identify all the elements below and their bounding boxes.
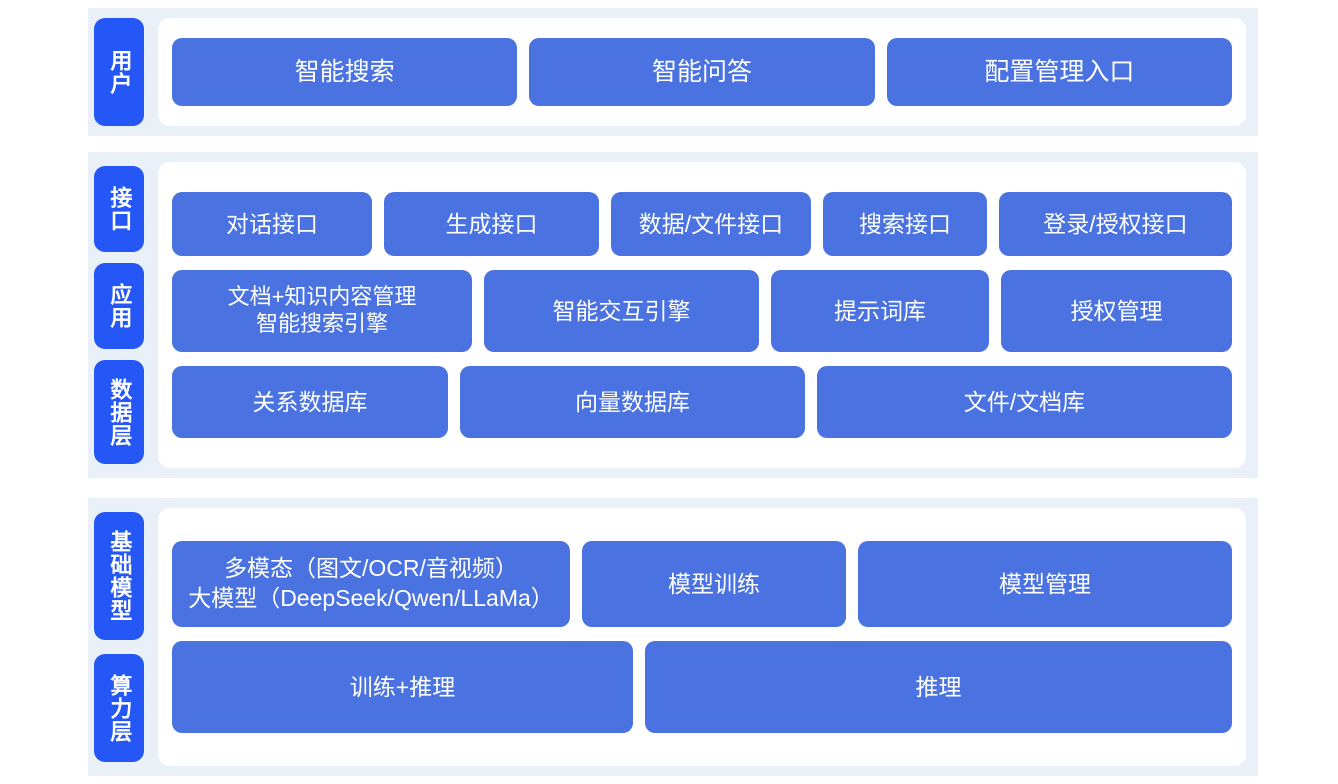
box-authorization-management[interactable]: 授权管理 bbox=[1001, 270, 1232, 352]
layer-label-base-model: 基础模型 bbox=[94, 512, 144, 640]
row-compute: 训练+推理 推理 bbox=[172, 641, 1232, 733]
box-intelligent-search[interactable]: 智能搜索 bbox=[172, 38, 518, 106]
section-interface-application-data: 接口 应用 数据层 对话接口 生成接口 数据/文件接口 搜索接口 登录/授权接 bbox=[88, 152, 1258, 478]
row-user-entries: 智能搜索 智能问答 配置管理入口 bbox=[172, 38, 1232, 106]
panel-middle: 对话接口 生成接口 数据/文件接口 搜索接口 登录/授权接口 文档+知识内容管理 bbox=[158, 162, 1246, 468]
box-label: 文件/文档库 bbox=[963, 388, 1086, 415]
box-file-document-store[interactable]: 文件/文档库 bbox=[817, 366, 1232, 438]
row-data: 关系数据库 向量数据库 文件/文档库 bbox=[172, 366, 1232, 438]
layer-label-column-middle: 接口 应用 数据层 bbox=[88, 152, 150, 478]
box-label: 智能交互引擎 bbox=[552, 297, 691, 324]
layer-label-compute: 算力层 bbox=[94, 654, 144, 762]
box-label: 模型管理 bbox=[999, 570, 1091, 597]
box-label: 搜索接口 bbox=[859, 210, 951, 237]
box-label: 登录/授权接口 bbox=[1043, 210, 1188, 237]
box-generation-api[interactable]: 生成接口 bbox=[384, 192, 599, 256]
layer-label-data: 数据层 bbox=[94, 360, 144, 464]
box-label: 训练+推理 bbox=[349, 673, 456, 700]
box-data-file-api[interactable]: 数据/文件接口 bbox=[611, 192, 811, 256]
box-prompt-library[interactable]: 提示词库 bbox=[771, 270, 989, 352]
box-inference[interactable]: 推理 bbox=[645, 641, 1232, 733]
box-login-auth-api[interactable]: 登录/授权接口 bbox=[999, 192, 1232, 256]
box-label: 配置管理入口 bbox=[984, 57, 1135, 86]
box-label: 提示词库 bbox=[834, 297, 926, 324]
box-intelligent-interaction-engine[interactable]: 智能交互引擎 bbox=[484, 270, 759, 352]
panel-bottom: 多模态（图文/OCR/音视频） 大模型（DeepSeek/Qwen/LLaMa）… bbox=[158, 508, 1246, 766]
row-interface: 对话接口 生成接口 数据/文件接口 搜索接口 登录/授权接口 bbox=[172, 192, 1232, 256]
box-search-api[interactable]: 搜索接口 bbox=[823, 192, 987, 256]
box-label-line-2: 智能搜索引擎 bbox=[255, 311, 388, 336]
row-application: 文档+知识内容管理 智能搜索引擎 智能交互引擎 提示词库 授权管理 bbox=[172, 270, 1232, 352]
box-label: 智能搜索 bbox=[294, 57, 395, 86]
box-model-management[interactable]: 模型管理 bbox=[858, 541, 1232, 627]
box-label: 对话接口 bbox=[226, 210, 318, 237]
box-label: 智能问答 bbox=[651, 57, 752, 86]
layer-label-column-user: 用户 bbox=[88, 8, 150, 136]
box-label: 推理 bbox=[915, 673, 962, 700]
box-label-line-1: 文档+知识内容管理 bbox=[227, 284, 417, 310]
box-label-line-2: 大模型（DeepSeek/Qwen/LLaMa） bbox=[188, 585, 554, 611]
layer-label-application: 应用 bbox=[94, 263, 144, 349]
section-user: 用户 智能搜索 智能问答 配置管理入口 bbox=[88, 8, 1258, 136]
box-multimodal-large-model[interactable]: 多模态（图文/OCR/音视频） 大模型（DeepSeek/Qwen/LLaMa） bbox=[172, 541, 570, 627]
box-label: 生成接口 bbox=[445, 210, 538, 237]
section-model-compute: 基础模型 算力层 多模态（图文/OCR/音视频） 大模型（DeepSeek/Qw… bbox=[88, 498, 1258, 776]
panel-user: 智能搜索 智能问答 配置管理入口 bbox=[158, 18, 1246, 126]
box-label-line-1: 多模态（图文/OCR/音视频） bbox=[224, 555, 518, 582]
row-base-model: 多模态（图文/OCR/音视频） 大模型（DeepSeek/Qwen/LLaMa）… bbox=[172, 541, 1232, 627]
box-label: 数据/文件接口 bbox=[638, 210, 784, 237]
box-intelligent-qa[interactable]: 智能问答 bbox=[529, 38, 875, 106]
box-label: 模型训练 bbox=[668, 570, 760, 597]
box-config-management-entry[interactable]: 配置管理入口 bbox=[886, 38, 1232, 106]
box-model-training[interactable]: 模型训练 bbox=[582, 541, 846, 627]
layer-label-user: 用户 bbox=[94, 18, 144, 126]
box-label: 授权管理 bbox=[1070, 297, 1163, 324]
box-document-knowledge-management[interactable]: 文档+知识内容管理 智能搜索引擎 bbox=[172, 270, 472, 352]
box-training-plus-inference[interactable]: 训练+推理 bbox=[172, 641, 633, 733]
layer-label-interface: 接口 bbox=[94, 166, 144, 252]
box-label: 关系数据库 bbox=[252, 388, 368, 415]
box-relational-database[interactable]: 关系数据库 bbox=[172, 366, 448, 438]
box-label: 向量数据库 bbox=[575, 388, 690, 415]
box-dialogue-api[interactable]: 对话接口 bbox=[172, 192, 372, 256]
box-vector-database[interactable]: 向量数据库 bbox=[460, 366, 805, 438]
layer-label-column-bottom: 基础模型 算力层 bbox=[88, 498, 150, 776]
